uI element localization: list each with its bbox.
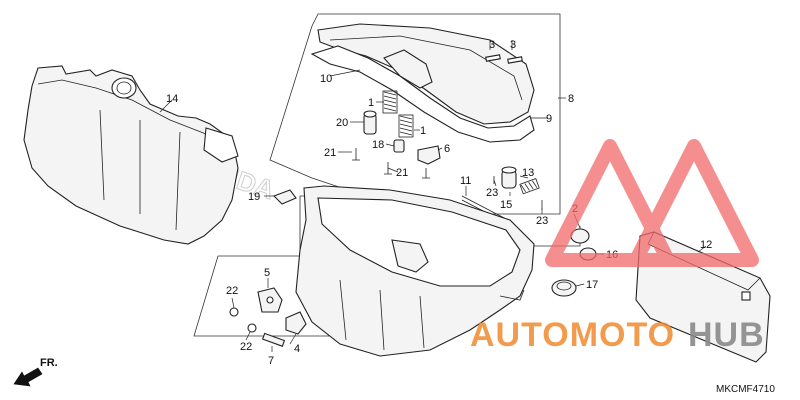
callout-21a: 21 xyxy=(324,147,336,159)
callout-1b: 1 xyxy=(420,125,426,137)
callout-7: 7 xyxy=(268,355,274,367)
part-6-bracket xyxy=(417,145,441,165)
callout-11: 11 xyxy=(460,175,471,187)
part-20-damper xyxy=(363,110,377,135)
callout-1a: 1 xyxy=(368,97,374,109)
callout-4: 4 xyxy=(294,343,300,355)
part-1-springs xyxy=(382,90,414,138)
callout-20: 20 xyxy=(336,117,348,129)
callout-3b: 3 xyxy=(510,39,516,51)
part-19-clip xyxy=(273,189,297,205)
front-label: FR. xyxy=(40,357,58,369)
callout-14: 14 xyxy=(166,93,178,105)
front-direction-indicator: FR. xyxy=(13,357,58,387)
part-18-collar xyxy=(393,139,405,153)
watermark-triangle-logo xyxy=(545,139,759,267)
part-17-bumper xyxy=(551,279,577,297)
callout-5: 5 xyxy=(264,267,270,279)
callout-8: 8 xyxy=(568,93,574,105)
part-9-lid-inner xyxy=(310,45,535,143)
callout-23a: 23 xyxy=(486,187,498,199)
callout-18: 18 xyxy=(372,139,384,151)
callout-15: 15 xyxy=(500,199,512,211)
part-4-hook xyxy=(285,311,307,335)
callout-17: 17 xyxy=(586,279,598,291)
part-7-spring xyxy=(261,332,286,347)
main-case-body xyxy=(295,185,535,357)
part-22-screws xyxy=(229,307,257,333)
part-15-roller xyxy=(501,166,517,189)
callout-22a: 22 xyxy=(226,285,238,297)
callout-10: 10 xyxy=(320,73,332,85)
part-3-decals xyxy=(485,54,523,64)
callout-22b: 22 xyxy=(240,341,252,353)
part-5-latch xyxy=(257,287,283,313)
diagram-code: MKCMF4710 xyxy=(716,384,775,395)
automotohub-watermark: AUTOMOTO HUB xyxy=(470,139,765,354)
callout-6: 6 xyxy=(444,143,450,155)
callout-13: 13 xyxy=(522,167,534,179)
callout-3a: 3 xyxy=(489,39,495,51)
part-13-spring xyxy=(519,178,540,195)
callout-23b: 23 xyxy=(536,215,548,227)
watermark-text-hub: HUB xyxy=(688,316,765,354)
part-14-side-cover xyxy=(23,65,239,245)
callout-19: 19 xyxy=(248,191,260,203)
callout-12: 12 xyxy=(700,239,712,251)
callout-9: 9 xyxy=(546,113,552,125)
callout-21b: 21 xyxy=(396,167,408,179)
front-arrow-icon xyxy=(13,367,43,387)
watermark-text-automoto: AUTOMOTO xyxy=(470,316,675,354)
